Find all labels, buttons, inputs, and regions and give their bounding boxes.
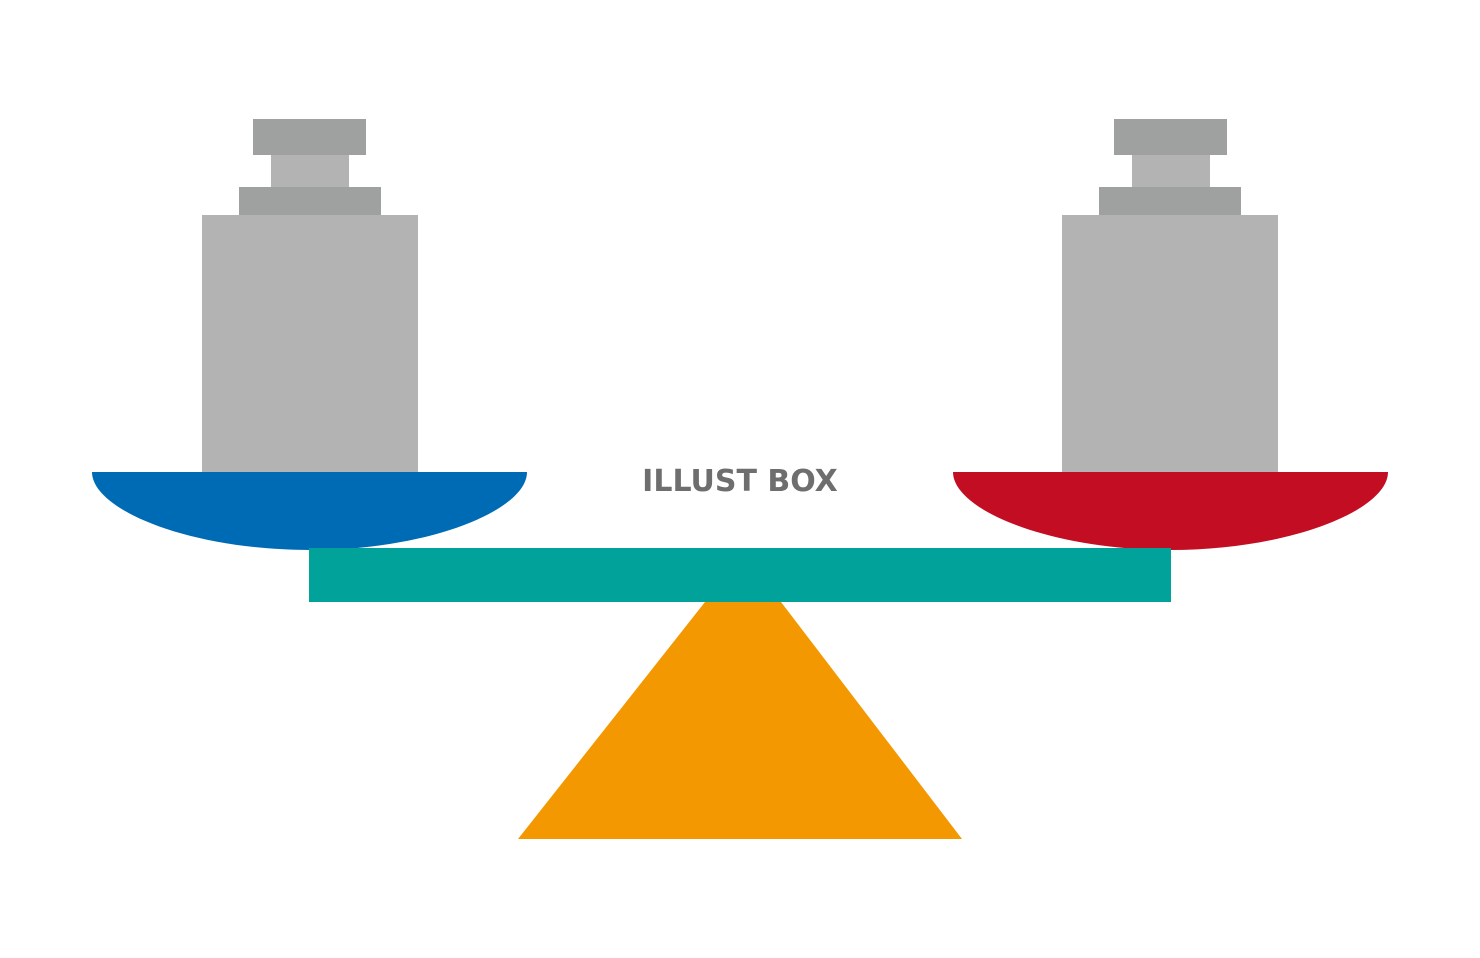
left-pan — [92, 472, 527, 550]
watermark-text: ILLUST BOX — [642, 464, 838, 499]
left-weight-neck — [271, 155, 349, 187]
left-weight-icon — [202, 119, 418, 475]
left-weight-top-cap — [253, 119, 366, 155]
right-weight-shoulder — [1099, 187, 1241, 216]
right-weight-top-cap — [1114, 119, 1227, 155]
left-weight-shoulder — [239, 187, 381, 216]
scale-beam — [309, 548, 1171, 602]
right-weight-icon — [1062, 119, 1278, 475]
right-weight-body — [1062, 215, 1278, 475]
right-weight-neck — [1132, 155, 1210, 187]
fulcrum-triangle-icon — [518, 602, 962, 839]
left-weight-body — [202, 215, 418, 475]
right-pan — [953, 472, 1388, 550]
